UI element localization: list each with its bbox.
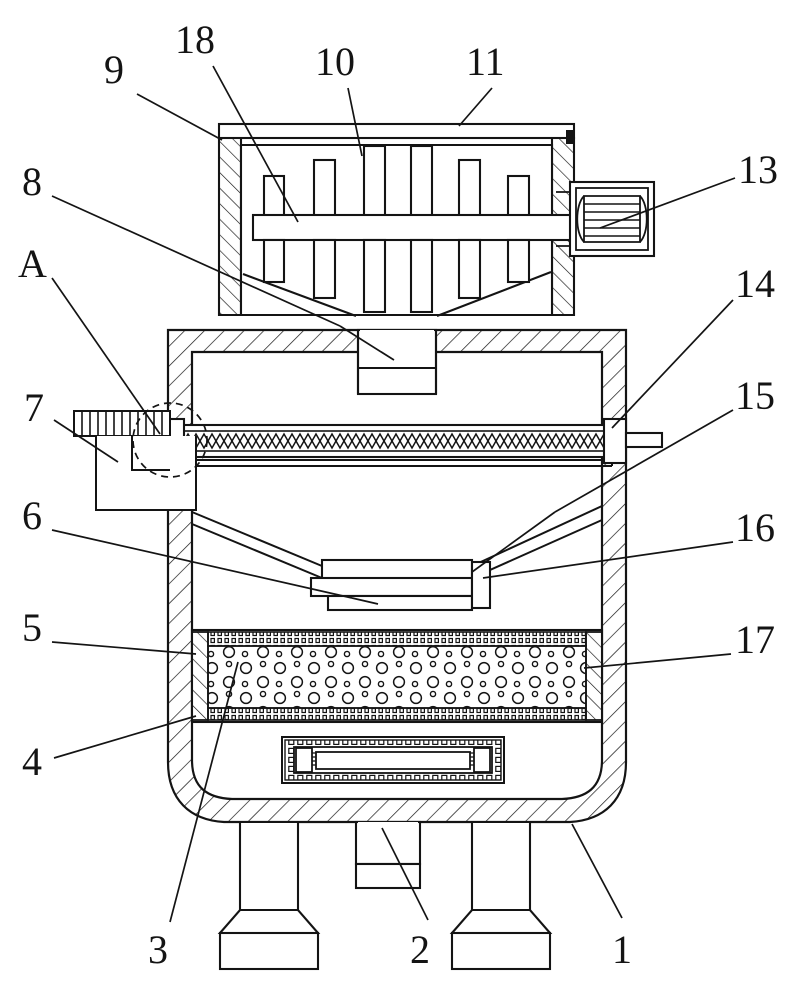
- detail-callout-circle-A: [132, 402, 208, 478]
- leader-2: [381, 827, 429, 921]
- screw-conveyor-group: [166, 417, 664, 467]
- leader-6b: [351, 597, 379, 605]
- guide-slope-right-lower: [471, 519, 603, 579]
- leader-18: [212, 65, 299, 223]
- bottom-drain-group: [354, 820, 422, 890]
- support-legs-group: [217, 820, 553, 971]
- throat-top-clear: [360, 330, 434, 353]
- leg-left-taper: [217, 908, 321, 935]
- leader-4: [53, 715, 197, 759]
- ref-label-17: 17: [735, 617, 775, 662]
- ref-label-16: 16: [735, 505, 775, 550]
- leader-8: [51, 195, 341, 327]
- ref-label-1: 1: [612, 927, 632, 972]
- paddles-upper: [262, 144, 531, 220]
- filter-frame-left-bar: [191, 631, 209, 721]
- ref-label-14: 14: [735, 261, 775, 306]
- conveyor-shaft-end: [624, 431, 664, 449]
- guide-plate-group: [191, 505, 603, 612]
- ref-label-9: 9: [104, 47, 124, 92]
- main-tank-group: [166, 328, 628, 824]
- guide-plate-middle: [309, 576, 474, 598]
- leader-lines: [51, 65, 736, 923]
- tank-wall-section: [166, 328, 628, 824]
- drive-motor-group: [556, 180, 656, 258]
- filter-bed-group: [190, 628, 604, 724]
- leader-A: [51, 277, 161, 435]
- ref-label-13: 13: [738, 147, 778, 192]
- heating-element-group: [281, 736, 505, 784]
- leader-13: [599, 177, 736, 229]
- ref-label-6: 6: [22, 493, 42, 538]
- ref-label-7: 7: [24, 385, 44, 430]
- motor-winding-lines: [584, 203, 640, 237]
- leg-left-foot: [218, 931, 320, 971]
- ref-label-18: 18: [175, 17, 215, 62]
- filter-top-mesh: [207, 631, 587, 647]
- motor-body: [583, 195, 641, 243]
- leg-right-taper: [449, 908, 553, 935]
- mixing-chamber-group: [217, 122, 576, 317]
- leader-15: [554, 409, 734, 513]
- heater-coil-left: [312, 752, 316, 766]
- spout-inner-step: [131, 436, 170, 471]
- filter-frame-right-bar: [585, 631, 603, 721]
- spout-ribs: [81, 411, 163, 436]
- spout-support-box: [95, 436, 197, 511]
- heater-terminal-right: [473, 747, 491, 773]
- leader-17: [583, 653, 732, 669]
- chamber-funnel-left: [242, 273, 357, 317]
- leader-3: [169, 661, 239, 923]
- motor-coupling: [556, 191, 570, 247]
- leader-7: [53, 419, 119, 463]
- leader-9: [136, 93, 223, 141]
- ref-label-A: A: [18, 241, 47, 286]
- ref-label-10: 10: [315, 39, 355, 84]
- paddles-lower: [262, 238, 531, 314]
- heater-tube: [315, 751, 471, 770]
- leader-1: [571, 823, 623, 919]
- heater-terminal-left: [295, 747, 313, 773]
- leader-15b: [471, 511, 556, 573]
- chamber-lid: [217, 122, 576, 140]
- adjustment-block: [470, 560, 492, 610]
- lid-right-nub: [566, 130, 575, 144]
- leg-right-column: [470, 820, 532, 912]
- leader-8b: [339, 325, 395, 361]
- ref-label-3: 3: [148, 927, 168, 972]
- leader-14: [611, 299, 734, 429]
- chamber-funnel-right: [436, 271, 552, 317]
- ref-label-5: 5: [22, 605, 42, 650]
- stirring-shaft: [251, 213, 575, 242]
- perforated-support-plate: [207, 707, 587, 721]
- conveyor-flights: [175, 430, 617, 452]
- drain-neck-clear: [358, 822, 418, 824]
- ref-label-4: 4: [22, 739, 42, 784]
- ref-label-2: 2: [410, 927, 430, 972]
- heater-coil-right: [470, 752, 474, 766]
- ref-label-15: 15: [735, 373, 775, 418]
- packed-bed: [207, 645, 587, 709]
- leader-6: [51, 529, 353, 599]
- leg-left-column: [238, 820, 300, 912]
- leader-16: [482, 541, 734, 579]
- motor-end-right: [639, 195, 648, 243]
- guide-slope-left-upper: [191, 511, 323, 567]
- ref-label-11: 11: [466, 39, 505, 84]
- leader-11: [458, 87, 493, 127]
- ref-label-8: 8: [22, 159, 42, 204]
- leader-5: [51, 641, 197, 655]
- guide-slope-left-lower: [191, 523, 323, 579]
- chamber-wall-left: [217, 136, 243, 317]
- left-spout-group: [73, 410, 197, 511]
- leg-right-foot: [450, 931, 552, 971]
- motor-end-left: [576, 195, 585, 243]
- leader-10: [347, 87, 363, 157]
- drain-neck: [354, 820, 422, 866]
